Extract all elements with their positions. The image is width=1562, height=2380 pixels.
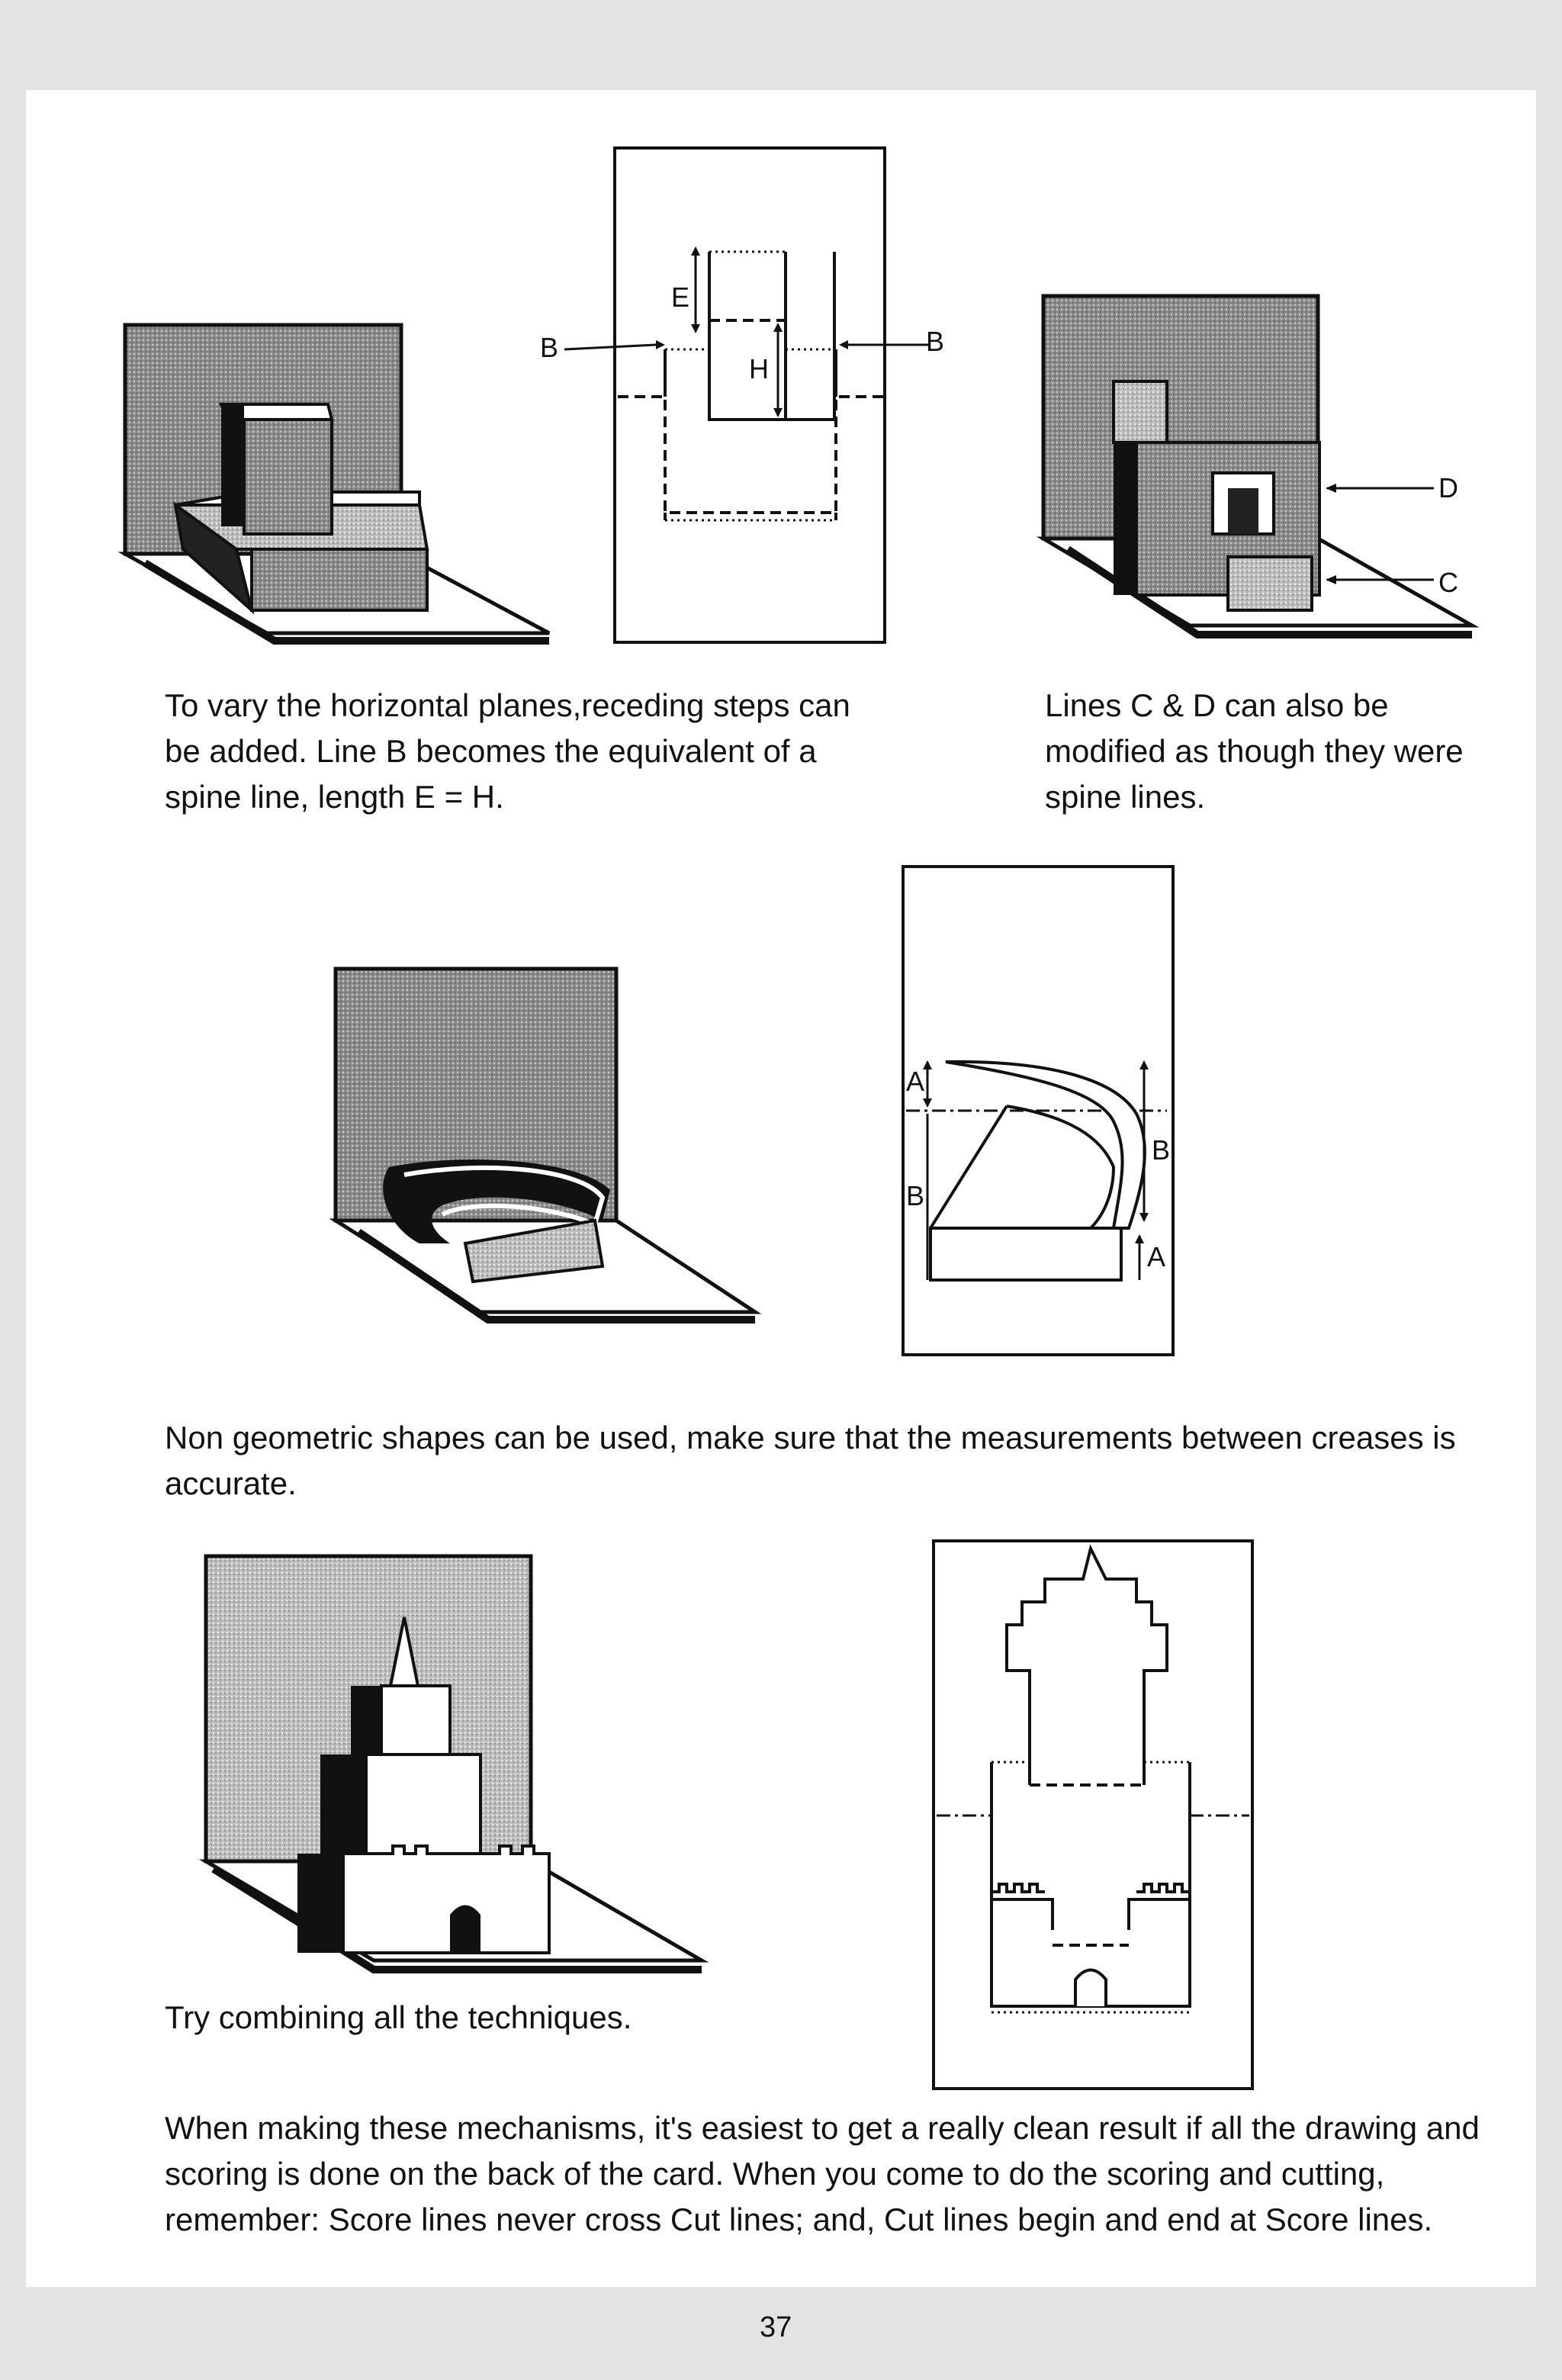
instructions-paragraph: When making these mechanisms, it's easie… bbox=[165, 2110, 1480, 2237]
castle-popup-illustration bbox=[198, 1554, 709, 1973]
label-c: C bbox=[1438, 567, 1458, 598]
caption-lines-cd: Lines C & D can also be modified as thou… bbox=[1045, 687, 1464, 815]
label-a-top: A bbox=[906, 1066, 924, 1097]
stepped-template-diagram: B B E H bbox=[540, 146, 944, 644]
page-number: 37 bbox=[760, 2311, 792, 2343]
label-b-right: B bbox=[926, 326, 944, 357]
label-b-right: B bbox=[1152, 1134, 1170, 1166]
label-b-left: B bbox=[906, 1180, 924, 1211]
stepped-popup-illustration bbox=[117, 323, 551, 645]
label-e: E bbox=[671, 281, 689, 313]
curved-template-diagram: A B B A bbox=[902, 865, 1175, 1356]
label-d: D bbox=[1438, 472, 1458, 503]
caption-non-geometric: Non geometric shapes can be used, make s… bbox=[165, 1420, 1456, 1501]
label-h: H bbox=[749, 353, 769, 384]
label-a-bottom: A bbox=[1147, 1241, 1165, 1272]
caption-horizontal-planes: To vary the horizontal planes,receding s… bbox=[165, 687, 850, 815]
caption-combining: Try combining all the techniques. bbox=[165, 1999, 632, 2035]
curved-popup-illustration bbox=[329, 966, 762, 1323]
cd-popup-illustration: D C bbox=[1036, 294, 1480, 638]
castle-template-diagram bbox=[932, 1539, 1254, 2090]
label-b-left: B bbox=[540, 332, 558, 363]
